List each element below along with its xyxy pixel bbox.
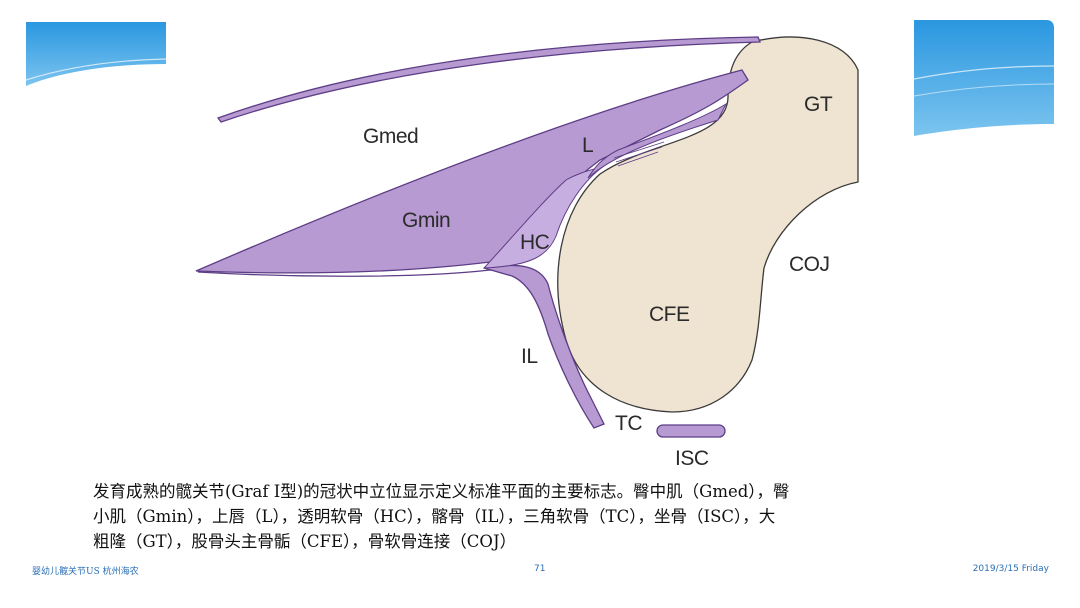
labrum-hatching — [613, 141, 665, 167]
label-l: L — [582, 134, 593, 157]
footer-source: 婴幼儿髋关节US 杭州海农 — [32, 567, 139, 577]
label-gt: GT — [804, 93, 833, 116]
gmin-muscle-band — [195, 69, 749, 274]
femur-bone-shape — [557, 36, 859, 413]
label-gmed: Gmed — [363, 125, 418, 148]
label-coj: COJ — [789, 253, 830, 276]
caption-line-1: 发育成熟的髋关节(Graf I型)的冠状中立位显示定义标准平面的主要标志。臀中肌… — [93, 482, 790, 501]
banner-left-decoration — [25, 22, 167, 86]
label-gmin: Gmin — [402, 209, 450, 232]
footer-date: 2019/3/15 Friday — [972, 564, 1049, 574]
label-il: IL — [521, 345, 538, 368]
label-isc: ISC — [675, 447, 709, 470]
figure-caption: 发育成熟的髋关节(Graf I型)的冠状中立位显示定义标准平面的主要标志。臀中肌… — [93, 479, 963, 554]
banner-right-decoration — [913, 20, 1055, 136]
caption-line-2: 小肌（Gmin），上唇（L），透明软骨（HC），髂骨（IL），三角软骨（TC），… — [93, 507, 776, 526]
caption-line-3: 粗隆（GT），股骨头主骨骺（CFE），骨软骨连接（COJ） — [93, 532, 517, 551]
ischium-shape — [656, 424, 726, 438]
label-hc: HC — [520, 231, 550, 254]
footer-page-number: 71 — [534, 564, 546, 574]
label-tc: TC — [615, 412, 642, 435]
ilium-strip — [483, 264, 605, 429]
labrum-shape — [587, 102, 728, 179]
label-cfe: CFE — [649, 303, 690, 326]
gmed-muscle-band — [216, 36, 761, 123]
